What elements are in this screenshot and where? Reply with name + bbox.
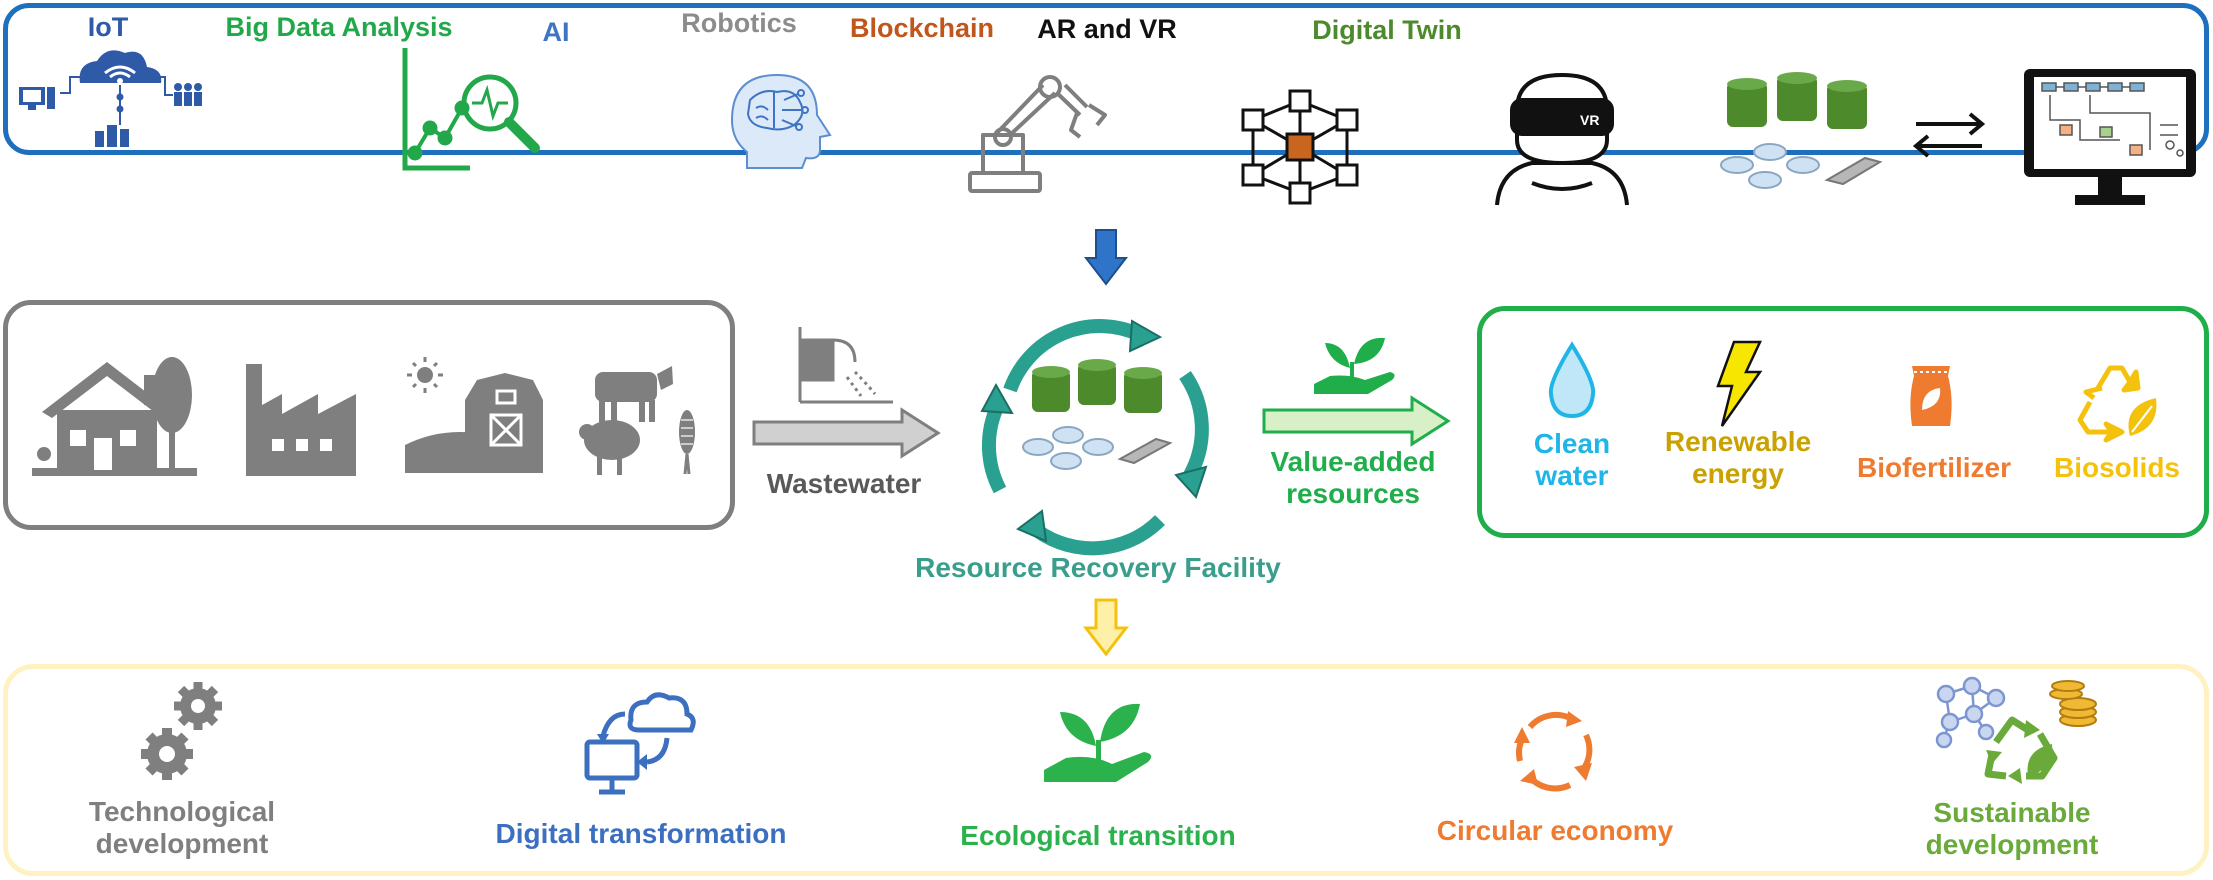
value-added-arrow [1262, 395, 1451, 447]
lightning-icon [1716, 340, 1763, 427]
farm-barn-icon [405, 357, 543, 473]
vr-headset-icon: VR [1495, 72, 1629, 206]
big-data-icon [402, 48, 540, 171]
blockchain-icon [1241, 89, 1359, 205]
renewable-energy-label: Renewable energy [1665, 426, 1811, 490]
iot-icon [19, 50, 202, 147]
circular-arrows-icon [1514, 711, 1593, 792]
factory-icon [246, 364, 356, 476]
fertilizer-bag-icon [1910, 366, 1952, 426]
renewable-line-2: energy [1692, 458, 1784, 490]
clean-water-line-2: water [1535, 460, 1609, 492]
iot-label: IoT [87, 12, 129, 42]
big-data-label: Big Data Analysis [225, 12, 453, 42]
hand-plant-icon [1314, 337, 1395, 394]
livestock-icon [579, 366, 695, 475]
sust-dev-line-2: development [1925, 829, 2099, 861]
wastewater-pipe-icon [798, 327, 893, 404]
value-added-line-2: resources [1286, 478, 1420, 510]
digital-twin-label: Digital Twin [1312, 15, 1462, 45]
robot-arm-icon [968, 75, 1107, 193]
value-added-line-1: Value-added [1270, 446, 1436, 477]
sust-dev-line-1: Sustainable [1933, 797, 2091, 828]
ai-brain-icon [730, 73, 832, 169]
monitor-diagram-icon [2024, 69, 2196, 205]
robotics-label: Robotics [681, 8, 797, 38]
gears-icon [141, 682, 222, 780]
clean-water-line-1: Clean [1533, 428, 1611, 459]
network-recycle-coins-icon [1935, 676, 2097, 784]
vr-badge: VR [1580, 112, 1599, 128]
tech-dev-line-2: development [95, 828, 269, 860]
ecological-hand-plant-icon [1044, 703, 1152, 782]
facility-label: Resource Recovery Facility [915, 552, 1281, 583]
water-drop-icon [1548, 341, 1596, 419]
outcomes-frame [3, 664, 2209, 876]
wastewater-arrow [752, 407, 941, 459]
technological-development-label: Technological development [89, 796, 275, 860]
biofertilizer-label: Biofertilizer [1856, 452, 2012, 483]
treatment-plant-icon [1720, 72, 1883, 189]
clean-water-label: Clean water [1534, 428, 1610, 492]
down-arrow-blue [1083, 229, 1129, 286]
computer-cloud-icon [584, 692, 696, 795]
digital-transformation-label: Digital transformation [495, 818, 787, 849]
renewable-line-1: Renewable [1664, 426, 1812, 457]
sources-frame [3, 300, 735, 530]
down-arrow-yellow [1082, 598, 1130, 657]
house-icon [32, 357, 197, 476]
two-way-arrow-icon [1912, 112, 1986, 158]
ar-vr-label: AR and VR [1037, 14, 1177, 44]
technologies-frame [3, 3, 2209, 155]
recovery-cycle-icon [980, 319, 1209, 556]
recycle-leaf-icon [2077, 365, 2157, 443]
ecological-transition-label: Ecological transition [960, 820, 1236, 851]
sustainable-development-label: Sustainable development [1926, 797, 2099, 861]
value-added-label: Value-added resources [1271, 446, 1436, 510]
ai-label: AI [542, 17, 570, 47]
blockchain-label: Blockchain [849, 13, 995, 43]
wastewater-label: Wastewater [766, 468, 922, 499]
resources-frame [1477, 306, 2209, 538]
tech-dev-line-1: Technological [88, 796, 276, 827]
biosolids-label: Biosolids [2053, 452, 2181, 483]
circular-economy-label: Circular economy [1436, 815, 1674, 846]
